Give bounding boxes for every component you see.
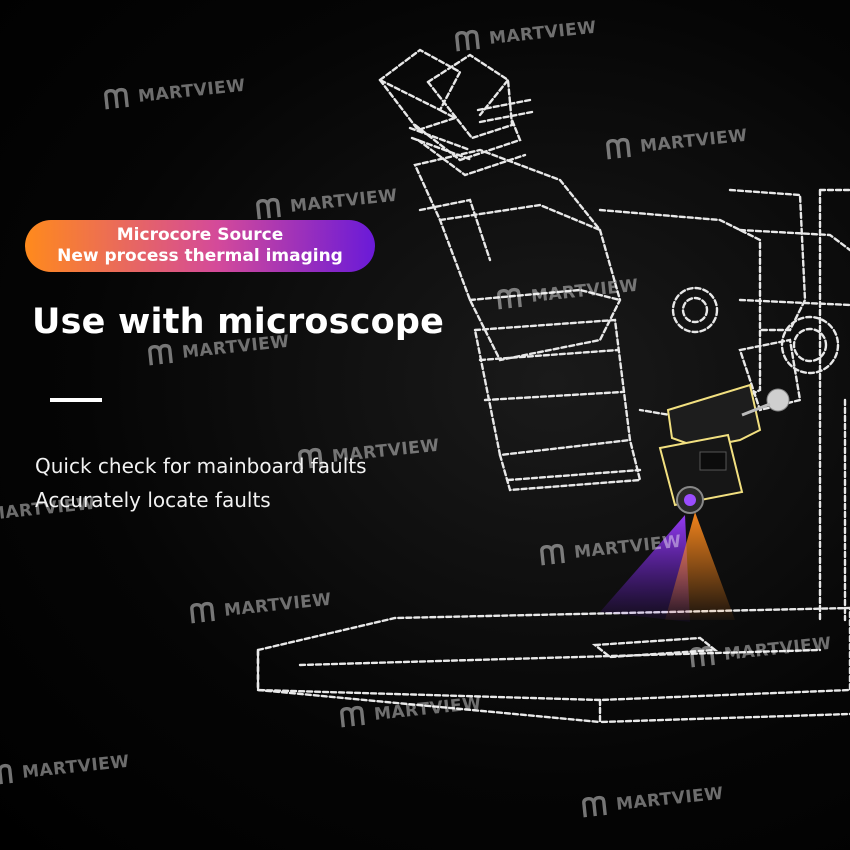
watermark: MARTVIEW bbox=[454, 17, 598, 54]
watermark: MARTVIEW bbox=[605, 125, 749, 162]
watermark: MARTVIEW bbox=[147, 331, 291, 368]
martview-logo-icon bbox=[256, 197, 281, 220]
divider bbox=[50, 398, 102, 402]
feature-item: Quick check for mainboard faults bbox=[35, 454, 367, 478]
martview-logo-icon bbox=[148, 343, 173, 366]
martview-logo-icon bbox=[455, 29, 480, 52]
badge-line-1: Microcore Source bbox=[116, 225, 284, 245]
martview-logo-icon bbox=[340, 705, 365, 728]
watermark: MARTVIEW bbox=[539, 531, 683, 568]
martview-logo-icon bbox=[298, 447, 323, 470]
martview-logo-icon bbox=[190, 601, 215, 624]
watermark: MARTVIEW bbox=[0, 751, 131, 788]
watermark: MARTVIEW bbox=[581, 783, 725, 820]
feature-item: Accurately locate faults bbox=[35, 488, 271, 512]
badge-line-2: New process thermal imaging bbox=[57, 246, 343, 266]
feature-badge: Microcore Source New process thermal ima… bbox=[25, 220, 375, 272]
martview-logo-icon bbox=[540, 543, 565, 566]
watermark: MARTVIEW bbox=[689, 633, 833, 670]
watermark: MARTVIEW bbox=[496, 275, 640, 312]
thermal-camera bbox=[658, 383, 790, 514]
martview-logo-icon bbox=[497, 287, 522, 310]
headline: Use with microscope bbox=[32, 302, 445, 342]
martview-logo-icon bbox=[582, 795, 607, 818]
watermark: MARTVIEW bbox=[189, 589, 333, 626]
watermark: MARTVIEW bbox=[255, 185, 399, 222]
martview-logo-icon bbox=[606, 137, 631, 160]
martview-logo-icon bbox=[0, 763, 13, 786]
watermark: MARTVIEW bbox=[339, 693, 483, 730]
martview-logo-icon bbox=[690, 645, 715, 668]
watermark: MARTVIEW bbox=[103, 75, 247, 112]
martview-logo-icon bbox=[104, 87, 129, 110]
watermark: MARTVIEW bbox=[297, 435, 441, 472]
